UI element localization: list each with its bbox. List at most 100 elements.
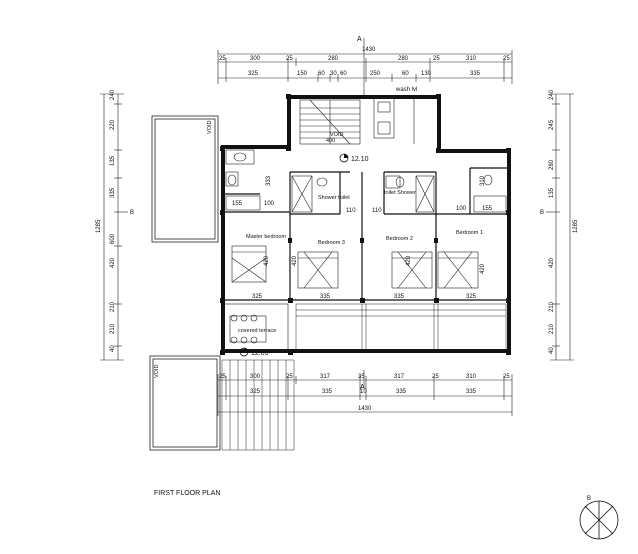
bottom-dim-4: 317 bbox=[320, 374, 331, 380]
north-symbol-label: B bbox=[587, 496, 591, 502]
top-dim2-7: 60 bbox=[402, 71, 409, 77]
right-dimension-chain bbox=[546, 93, 574, 361]
top-dim2-3: 60 bbox=[318, 71, 325, 77]
inner-dim-420-b1: 420 bbox=[480, 263, 486, 274]
void-area-bottom bbox=[149, 355, 221, 451]
stair-dim-400: 400 bbox=[326, 138, 335, 144]
right-dim-3: 280 bbox=[549, 159, 555, 170]
inner-dim-420-master: 420 bbox=[264, 255, 270, 266]
interior-walls bbox=[222, 147, 508, 301]
bed-master bbox=[231, 245, 267, 283]
bed-3 bbox=[297, 251, 339, 289]
top-dim2-5: 60 bbox=[340, 71, 347, 77]
north-arrow-icon bbox=[579, 500, 619, 540]
top-dim-4: 280 bbox=[328, 56, 339, 62]
terrace-level-value: 12.05 bbox=[251, 350, 269, 357]
covered-terrace bbox=[223, 303, 289, 351]
top-overall-dim: 1430 bbox=[362, 47, 376, 53]
inner-dim-335-b: 335 bbox=[394, 294, 405, 300]
inner-dim-310-right: 310 bbox=[480, 175, 486, 186]
top-dim-5: 280 bbox=[398, 56, 409, 62]
stair-void-label: VOID bbox=[330, 132, 343, 138]
bottom-dim2-4: 335 bbox=[396, 389, 407, 395]
top-dim2-4: 30 bbox=[330, 71, 337, 77]
left-dim-5: 600 bbox=[110, 233, 116, 244]
shower-toilet-label: Shower toilet bbox=[318, 195, 350, 201]
plan-caption: FIRST FLOOR PLAN bbox=[154, 490, 220, 497]
right-dim-8: 40 bbox=[549, 347, 555, 354]
bed-2 bbox=[391, 251, 433, 289]
right-dim-7: 210 bbox=[549, 323, 555, 334]
top-dim-7: 310 bbox=[466, 56, 477, 62]
inner-dim-325-left: 325 bbox=[252, 294, 263, 300]
right-dim-2: 245 bbox=[549, 119, 555, 130]
left-dim-9: 40 bbox=[110, 345, 116, 352]
inner-dim-100-left: 100 bbox=[264, 201, 275, 207]
inner-dim-333: 333 bbox=[266, 175, 272, 186]
top-dim2-9: 335 bbox=[470, 71, 481, 77]
balcony-railing bbox=[295, 303, 507, 351]
inner-dim-100-right: 100 bbox=[456, 206, 467, 212]
wash-room bbox=[373, 97, 415, 144]
top-dim-3: 25 bbox=[286, 56, 293, 62]
bedroom-1-label: Bedroom 1 bbox=[456, 230, 483, 236]
left-overall-dim: 1285 bbox=[96, 219, 102, 233]
structural-columns bbox=[220, 94, 511, 355]
top-dim-6: 25 bbox=[433, 56, 440, 62]
top-dim-8: 25 bbox=[503, 56, 510, 62]
top-dim2-6: 250 bbox=[370, 71, 381, 77]
inner-dim-110-b: 110 bbox=[372, 208, 382, 214]
inner-dim-335-a: 335 bbox=[320, 294, 331, 300]
top-dim2-2: 150 bbox=[297, 71, 308, 77]
inner-dim-110-a: 110 bbox=[346, 208, 356, 214]
bottom-overall-dim: 1430 bbox=[358, 406, 372, 412]
top-dim-1: 25 bbox=[219, 56, 226, 62]
bottom-dim2-5: 335 bbox=[466, 389, 477, 395]
inner-dim-325-right: 325 bbox=[466, 294, 477, 300]
inner-dim-420-b3: 420 bbox=[292, 255, 298, 266]
inner-dim-155-right: 155 bbox=[482, 206, 493, 212]
left-dim-3: 135 bbox=[110, 155, 116, 166]
right-dim-5: 420 bbox=[549, 257, 555, 268]
bed-1 bbox=[437, 251, 479, 289]
main-level-value: 12.10 bbox=[351, 156, 369, 163]
left-dim-7: 210 bbox=[110, 301, 116, 312]
inner-dim-420-b2: 420 bbox=[406, 255, 412, 266]
bedroom-3-label: Bedroom 3 bbox=[318, 240, 345, 246]
right-overall-dim: 1285 bbox=[573, 219, 579, 233]
top-dim2-1: 325 bbox=[248, 71, 259, 77]
left-dimension-chain bbox=[100, 93, 128, 361]
bottom-dim2-1: 325 bbox=[250, 389, 261, 395]
left-dim-6: 420 bbox=[110, 257, 116, 268]
stairwell bbox=[299, 99, 361, 145]
inner-dim-155-left: 155 bbox=[232, 201, 243, 207]
right-dim-6: 210 bbox=[549, 301, 555, 312]
bottom-dim-7: 25 bbox=[432, 374, 439, 380]
right-dim-1: 240 bbox=[549, 89, 555, 100]
section-a-top-label: A bbox=[357, 36, 362, 43]
toilet-shower-label: toilet Shower bbox=[384, 190, 416, 196]
level-marker-main bbox=[339, 153, 349, 163]
level-marker-terrace bbox=[239, 347, 249, 357]
bottom-dim-2: 300 bbox=[250, 374, 261, 380]
bottom-dim-6: 317 bbox=[394, 374, 405, 380]
void-area-top bbox=[151, 115, 219, 243]
bottom-dim2-2: 335 bbox=[322, 389, 333, 395]
bottom-dim-8: 310 bbox=[466, 374, 477, 380]
master-bedroom-label: Master bedroom bbox=[246, 234, 286, 240]
bottom-dim2-3: 10 bbox=[360, 389, 367, 395]
left-dim-2: 220 bbox=[110, 119, 116, 130]
covered-terrace-label: covered terrace bbox=[238, 328, 276, 334]
bottom-dimension-chain bbox=[217, 370, 513, 416]
left-dim-4: 335 bbox=[110, 187, 116, 198]
section-a-bottom-label: A bbox=[360, 384, 365, 391]
bathroom-fixtures bbox=[225, 149, 507, 213]
bottom-dim-9: 25 bbox=[503, 374, 510, 380]
right-dim-4: 135 bbox=[549, 187, 555, 198]
left-dim-1: 240 bbox=[110, 89, 116, 100]
bottom-dim-5: 35 bbox=[358, 374, 365, 380]
left-section-b-label: B bbox=[130, 210, 134, 216]
wash-level-note: wash lvl bbox=[395, 87, 417, 93]
void-top-label: VOID bbox=[207, 121, 213, 134]
